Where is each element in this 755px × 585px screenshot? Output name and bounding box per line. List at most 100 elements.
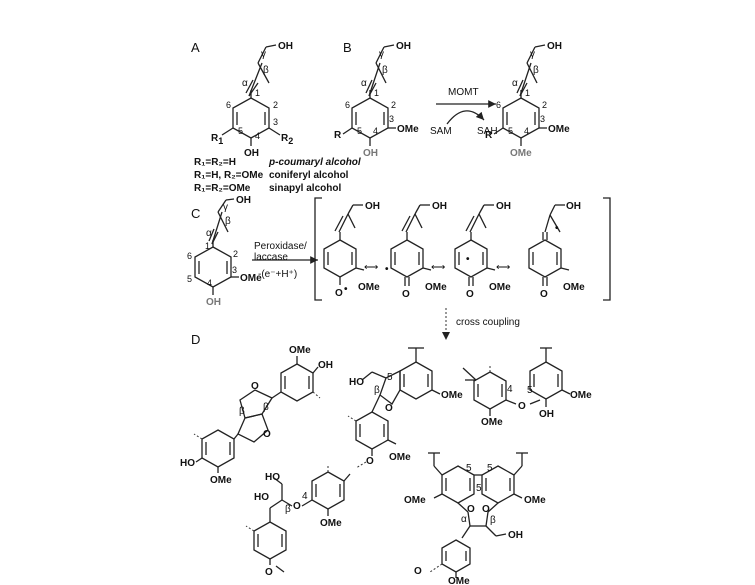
panel-b-product-ome: OMe	[548, 124, 570, 135]
resonance-3-oh: OH	[496, 201, 511, 212]
phenylcoumaran-beta: β	[374, 385, 380, 396]
beta-5-phenylcoumaran-dimer	[347, 347, 441, 469]
panel-c-oh-bottom: OH	[206, 297, 221, 308]
b-o-4-ome: OMe	[320, 518, 342, 529]
panel-b-r: R	[334, 130, 342, 141]
legend-name-2: coniferyl alcohol	[269, 170, 349, 181]
4-o-5-diaryl-ether-dimer	[462, 347, 571, 416]
ether-num-5: 5	[527, 385, 533, 396]
resonance-2-oh: OH	[432, 201, 447, 212]
panel-c-alpha: α	[206, 228, 212, 239]
panel-b-sam: SAM	[430, 126, 452, 137]
panel-a-oh-bottom: OH	[244, 148, 259, 159]
panel-b-ome: OMe	[397, 124, 419, 135]
panel-c-label: C	[191, 206, 200, 221]
resonance-1-ome: OMe	[358, 282, 380, 293]
resonance-1-radical: •	[344, 284, 348, 295]
panel-b-alpha: α	[361, 78, 367, 89]
panel-a-beta: β	[263, 65, 269, 76]
resonance-1-oh: OH	[365, 201, 380, 212]
panel-c-beta: β	[225, 216, 231, 227]
dibenzodioxocin-oh: OH	[508, 530, 523, 541]
b-o-4-ho-top: HO	[265, 472, 280, 483]
phenylcoumaran-ho: HO	[349, 377, 364, 388]
dibenzodioxocin-num-5-left: 5	[466, 463, 472, 474]
resonance-arrow-3: ⟷	[496, 262, 510, 273]
panel-b-product-gamma: γ	[530, 49, 535, 60]
resonance-structure-4	[528, 204, 570, 286]
panel-b-product-num-5: 5	[508, 126, 513, 136]
panel-b-num-4: 4	[373, 126, 378, 136]
ether-oh: OH	[539, 409, 554, 420]
phenylcoumaran-ome-top: OMe	[441, 390, 463, 401]
legend-name-3: sinapyl alcohol	[269, 183, 341, 194]
b-o-4-num-4: 4	[302, 491, 308, 502]
legend-name-1: p-coumaryl alcohol	[268, 157, 361, 168]
dibenzodioxocin-o-bottom: O	[414, 566, 422, 577]
panel-b-product-ome-bottom: OMe	[510, 148, 532, 159]
panel-b-product-num-3: 3	[540, 114, 545, 124]
panel-c-num-6: 6	[187, 251, 192, 261]
resinol-oh-top: OH	[318, 360, 333, 371]
panel-c-num-2: 2	[233, 249, 238, 259]
beta-beta-resinol-dimer	[193, 356, 321, 473]
panel-b-enzyme: MOMT	[448, 87, 479, 98]
resonance-2-radical: •	[385, 264, 389, 275]
resonance-3-o: O	[466, 289, 474, 300]
phenylcoumaran-o: O	[385, 403, 393, 414]
panel-a-r2: R2	[281, 133, 293, 146]
panel-b-product	[493, 44, 547, 146]
resinol-beta-1: β	[263, 402, 269, 413]
panel-a-num-4: 4	[255, 131, 260, 141]
resinol-beta-2: β	[239, 406, 245, 417]
5-5-dibenzodioxocin-dimer	[428, 452, 528, 578]
dibenzodioxocin-o-right: O	[482, 504, 490, 515]
b-o-4-beta: β	[285, 504, 291, 515]
ether-o: O	[518, 401, 526, 412]
phenylcoumaran-num-5: 5	[387, 372, 393, 383]
b-o-4-o: O	[293, 501, 301, 512]
legend-substituents-1: R₁=R₂=H	[194, 157, 236, 168]
panel-b-oh-bottom: OH	[363, 148, 378, 159]
panel-c-ome: OMe	[240, 273, 262, 284]
resonance-4-o: O	[540, 289, 548, 300]
panel-c-oh-top: OH	[236, 195, 251, 206]
panel-b-product-num-2: 2	[542, 100, 547, 110]
resonance-arrow-2: ⟷	[431, 262, 445, 273]
resonance-1-o: O	[335, 288, 343, 299]
dibenzodioxocin-num-5-right: 5	[487, 463, 493, 474]
resonance-structure-2	[390, 204, 432, 286]
panel-b-num-6: 6	[345, 100, 350, 110]
panel-a-gamma: γ	[261, 49, 266, 60]
resonance-arrow-1: ⟷	[364, 262, 378, 273]
resonance-4-oh: OH	[566, 201, 581, 212]
panel-b-substrate	[342, 44, 396, 146]
panel-b-label: B	[343, 40, 352, 55]
dibenzodioxocin-o-left: O	[467, 504, 475, 515]
monolignol-legend: R₁=R₂=H p-coumaryl alcohol R₁=H, R₂=OMe …	[194, 157, 361, 194]
panel-a-alpha: α	[242, 78, 248, 89]
ether-ome-right: OMe	[570, 390, 592, 401]
resinol-ome-bottom: OMe	[210, 475, 232, 486]
legend-substituents-3: R₁=R₂=OMe	[194, 183, 251, 194]
cross-coupling-arrow	[442, 308, 450, 340]
panel-b-product-r: R	[485, 130, 493, 141]
b-o-4-o-bottom: O	[265, 567, 273, 578]
panel-b-num-3: 3	[389, 114, 394, 124]
cross-coupling-label: cross coupling	[456, 317, 520, 328]
panel-a-num-2: 2	[273, 100, 278, 110]
panel-c-enzyme-line1: Peroxidase/	[254, 241, 307, 252]
panel-b-num-2: 2	[391, 100, 396, 110]
dibenzodioxocin-alpha: α	[461, 514, 467, 525]
right-bracket	[603, 197, 611, 301]
panel-a-structure	[221, 44, 281, 146]
resonance-4-radical: •	[555, 223, 559, 234]
resonance-2-ome: OMe	[425, 282, 447, 293]
dibenzodioxocin-beta: β	[490, 515, 496, 526]
panel-b-product-beta: β	[533, 65, 539, 76]
phenylcoumaran-o-bottom: O	[366, 456, 374, 467]
resonance-3-radical: •	[466, 254, 470, 265]
panel-a-num-6: 6	[226, 100, 231, 110]
panel-d-label: D	[191, 332, 200, 347]
